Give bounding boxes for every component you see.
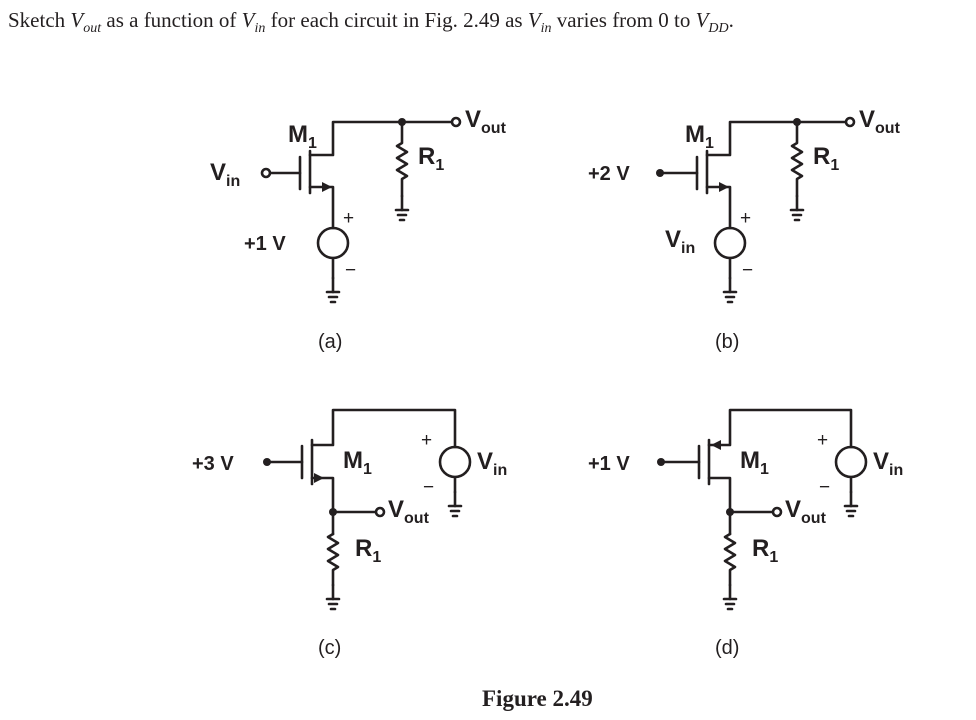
caption-c: (c) (318, 637, 341, 659)
resistor-label: R1 (355, 535, 381, 566)
caption-b: (b) (715, 331, 739, 353)
terminal-dot (656, 169, 664, 177)
plus-sign: + (421, 430, 432, 451)
gate-bias-label: +1 V (588, 453, 630, 475)
gate-bias-label: +2 V (588, 163, 630, 185)
node-dot (329, 508, 337, 516)
gate-bias-label: +3 V (192, 453, 234, 475)
terminal-dot (263, 458, 271, 466)
caption-a: (a) (318, 331, 342, 353)
transistor-label: M1 (343, 447, 372, 478)
node-dot (398, 118, 406, 126)
terminal-dot (657, 458, 665, 466)
resistor-label: R1 (813, 143, 839, 174)
figure-caption: Figure 2.49 (482, 686, 593, 711)
node-dot (793, 118, 801, 126)
resistor-label: R1 (418, 143, 444, 174)
output-label: Vout (859, 106, 901, 137)
minus-sign: − (742, 260, 753, 281)
circuit-c: +3 V M1 Vout R1 Vin + − (c) (192, 408, 507, 659)
transistor-label: M1 (740, 447, 769, 478)
circuit-b: M1 +2 V R1 Vout Vin + − (b) (588, 106, 901, 353)
input-label: Vin (210, 159, 240, 190)
source-label: Vin (873, 448, 903, 479)
circuit-d: +1 V M1 Vout R1 Vin + − (d) (588, 408, 903, 659)
circuit-a: M1 Vin R1 Vout +1 V + − (a) (210, 106, 507, 353)
minus-sign: − (819, 477, 830, 498)
plus-sign: + (740, 208, 751, 229)
output-label: Vout (388, 496, 430, 527)
resistor-label: R1 (752, 535, 778, 566)
output-label: Vout (785, 496, 827, 527)
source-arrow (322, 182, 332, 192)
caption-d: (d) (715, 637, 739, 659)
source-label: Vin (665, 226, 695, 257)
minus-sign: − (345, 260, 356, 281)
plus-sign: + (343, 208, 354, 229)
transistor-label: M1 (685, 121, 714, 152)
source-arrow (711, 440, 721, 450)
plus-sign: + (817, 430, 828, 451)
source-arrow (719, 182, 729, 192)
source-label: Vin (477, 448, 507, 479)
node-dot (726, 508, 734, 516)
transistor-label: M1 (288, 121, 317, 152)
minus-sign: − (423, 477, 434, 498)
question-text: Sketch Vout as a function of Vin for eac… (8, 8, 734, 37)
output-label: Vout (465, 106, 507, 137)
source-value-label: +1 V (244, 233, 286, 255)
source-arrow (314, 473, 324, 483)
